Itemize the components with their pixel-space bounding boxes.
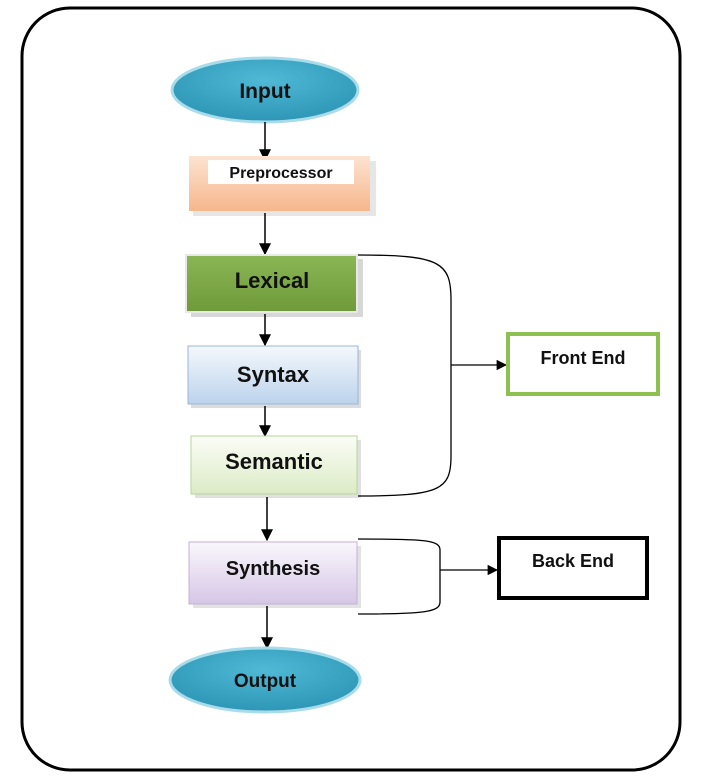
- back-end-bracket: [357, 538, 441, 615]
- input-node: Input: [170, 56, 360, 124]
- syntax-label: Syntax: [237, 362, 310, 387]
- output-label: Output: [234, 671, 297, 692]
- output-node: Output: [168, 646, 362, 714]
- semantic-node: Semantic: [190, 435, 361, 498]
- front-end-label: Front End: [541, 348, 626, 368]
- front-end-node: Front End: [506, 332, 660, 396]
- input-label: Input: [239, 80, 290, 103]
- lexical-label: Lexical: [235, 268, 310, 293]
- syntax-node: Syntax: [187, 345, 361, 408]
- back-end-label: Back End: [532, 551, 614, 571]
- synthesis-label: Synthesis: [226, 558, 320, 580]
- preprocessor-label: Preprocessor: [229, 165, 332, 182]
- preprocessor-node: Preprocessor: [189, 156, 376, 216]
- synthesis-node: Synthesis: [188, 541, 361, 608]
- front-end-bracket: [357, 254, 452, 497]
- back-end-node: Back End: [497, 536, 649, 600]
- semantic-label: Semantic: [225, 449, 323, 474]
- lexical-node: Lexical: [185, 254, 363, 317]
